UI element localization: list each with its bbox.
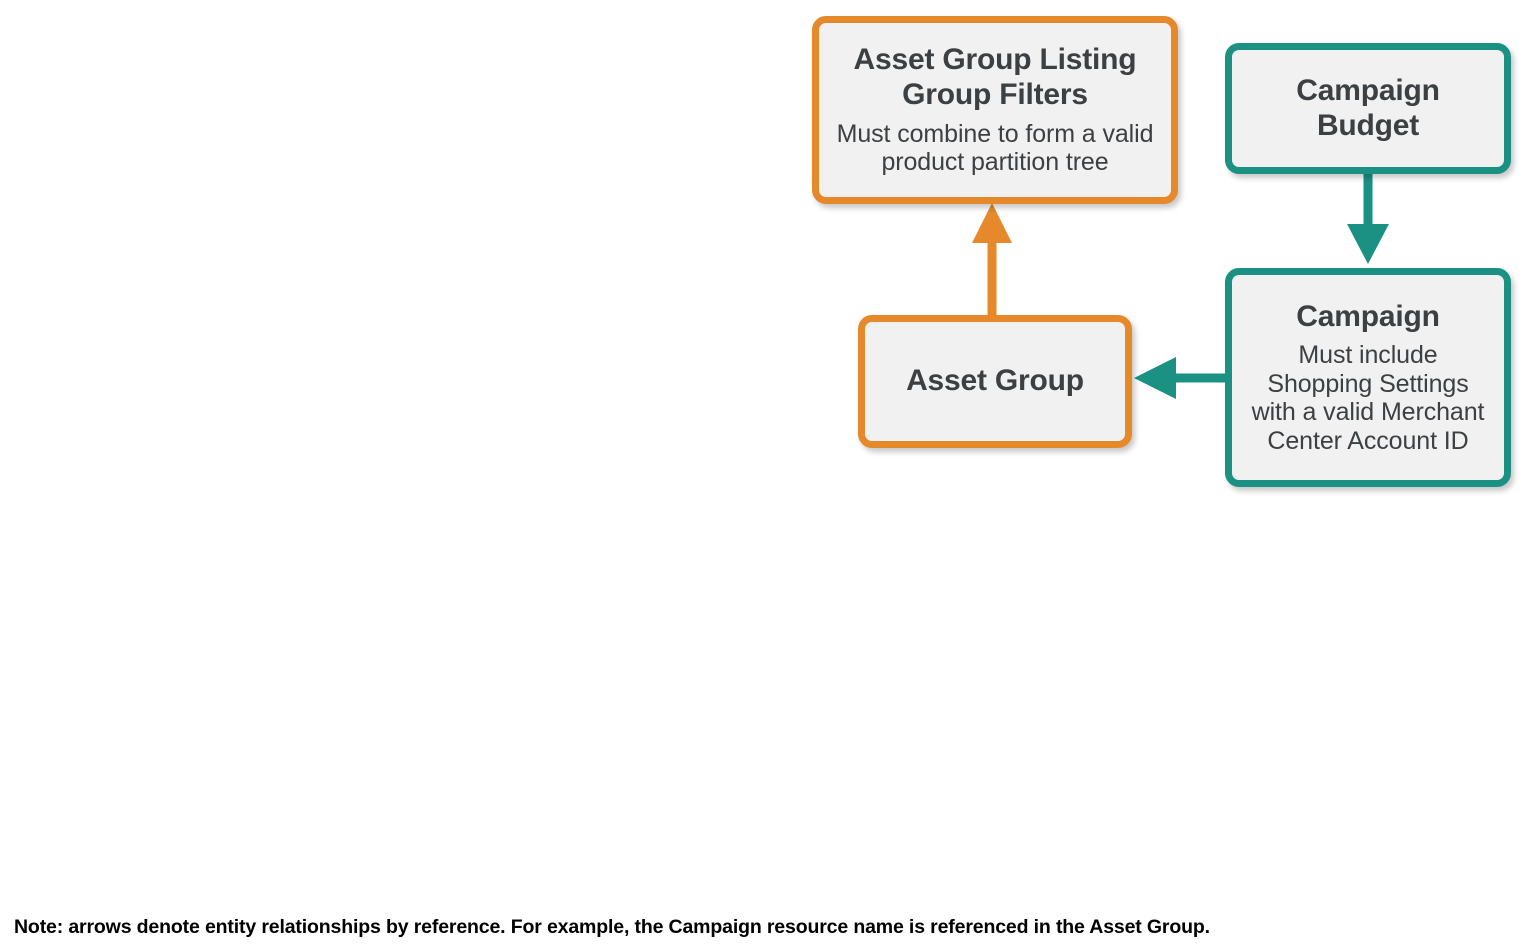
diagram-footnote: Note: arrows denote entity relationships… [14,916,1210,938]
arrow-asset-group-to-listing-group-filters [972,203,1012,315]
arrow-campaign-to-asset-group [1134,357,1225,399]
node-subtitle: Must combine to form a valid product par… [836,119,1154,177]
node-title: Asset Group [906,364,1084,398]
node-asset-group-listing-group-filters[interactable]: Asset Group Listing Group Filters Must c… [812,16,1178,204]
node-subtitle: Must include Shopping Settings with a va… [1251,341,1485,455]
node-title: Campaign [1296,299,1440,333]
node-asset-group[interactable]: Asset Group [858,315,1132,448]
node-campaign[interactable]: Campaign Must include Shopping Settings … [1225,268,1511,487]
arrow-campaign-budget-to-campaign [1347,174,1389,264]
node-campaign-budget[interactable]: Campaign Budget [1225,43,1511,174]
node-title: Asset Group Listing Group Filters [853,43,1137,111]
node-title: Campaign Budget [1296,73,1440,142]
